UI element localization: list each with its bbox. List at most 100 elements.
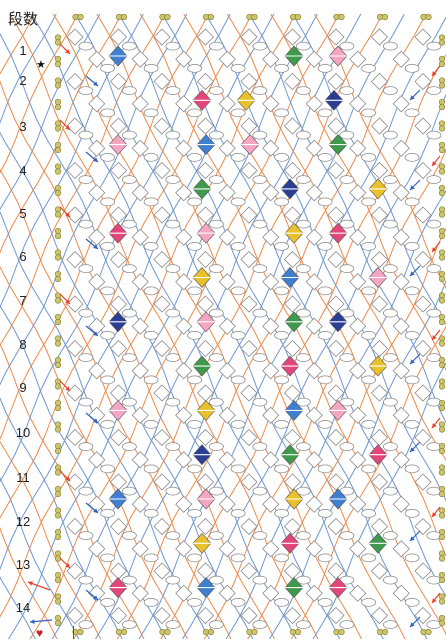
oval-bead <box>79 576 93 584</box>
diamond-bead <box>350 51 366 67</box>
diamond-bead <box>328 252 344 268</box>
direction-arrow <box>60 44 70 54</box>
edge-bead-pair <box>439 551 445 562</box>
oval-bead <box>275 287 289 295</box>
direction-arrow <box>410 90 420 100</box>
direction-arrow <box>410 180 420 190</box>
oval-bead <box>166 131 180 139</box>
diamond-bead <box>350 96 366 112</box>
oval-bead <box>427 398 441 406</box>
oval-bead <box>427 131 441 139</box>
oval-bead <box>79 87 93 95</box>
direction-arrow <box>432 593 440 603</box>
oval-bead <box>405 198 419 206</box>
direction-arrow <box>432 418 440 428</box>
oval-bead <box>122 131 136 139</box>
oval-bead <box>362 331 376 339</box>
crystal-bead <box>193 179 211 199</box>
edge-bead-pair <box>439 379 445 390</box>
oval-bead <box>101 554 115 562</box>
oval-bead <box>427 42 441 50</box>
oval-bead <box>188 598 202 606</box>
oval-bead <box>188 420 202 428</box>
oval-bead <box>166 398 180 406</box>
oval-bead <box>188 287 202 295</box>
oval-bead <box>427 576 441 584</box>
oval-bead <box>209 265 223 273</box>
diamond-bead <box>285 252 301 268</box>
crystal-bead <box>193 90 211 110</box>
oval-bead <box>122 87 136 95</box>
diamond-bead <box>350 140 366 156</box>
edge-bead-pair <box>439 400 445 411</box>
row-number: 4 <box>0 163 46 178</box>
diamond-bead <box>219 585 235 601</box>
oval-bead <box>318 420 332 428</box>
oval-bead <box>231 153 245 161</box>
oval-bead <box>79 443 93 451</box>
oval-bead <box>144 109 158 117</box>
oval-bead <box>340 265 354 273</box>
oval-bead <box>166 87 180 95</box>
oval-bead <box>209 176 223 184</box>
oval-bead <box>383 443 397 451</box>
oval-bead <box>340 220 354 228</box>
oval-bead <box>253 487 267 495</box>
oval-bead <box>101 465 115 473</box>
row-number: 5 <box>0 206 46 221</box>
oval-bead <box>101 376 115 384</box>
direction-arrow <box>432 66 440 76</box>
oval-bead <box>231 331 245 339</box>
oval-bead <box>101 287 115 295</box>
edge-bead-pair <box>439 99 445 110</box>
diamond-bead <box>350 274 366 290</box>
edge-bead-pair <box>55 422 61 433</box>
diamond-bead <box>111 252 127 268</box>
direction-arrow <box>410 266 420 276</box>
crystal-bead <box>193 268 211 288</box>
edge-bead-pair <box>290 629 301 635</box>
diamond-bead <box>372 430 388 446</box>
thread-line <box>206 14 446 639</box>
diamond-bead <box>176 96 192 112</box>
edge-bead-pair <box>439 121 445 132</box>
oval-bead <box>318 109 332 117</box>
oval-bead <box>188 242 202 250</box>
edge-bead-pair <box>55 164 61 175</box>
oval-bead <box>166 220 180 228</box>
diamond-bead <box>393 274 409 290</box>
oval-bead <box>231 554 245 562</box>
oval-bead <box>296 309 310 317</box>
diamond-bead <box>176 274 192 290</box>
diamond-bead <box>89 541 105 557</box>
oval-bead <box>122 532 136 540</box>
oval-bead <box>405 598 419 606</box>
oval-bead <box>318 198 332 206</box>
diamond-bead <box>415 118 431 134</box>
oval-bead <box>188 509 202 517</box>
oval-bead <box>79 532 93 540</box>
diamond-bead <box>328 430 344 446</box>
oval-bead <box>405 509 419 517</box>
diamond-bead <box>306 140 322 156</box>
oval-bead <box>209 87 223 95</box>
oval-bead <box>275 509 289 517</box>
oval-bead <box>144 598 158 606</box>
oval-bead <box>166 443 180 451</box>
crystal-bead <box>281 179 299 199</box>
oval-bead <box>166 576 180 584</box>
oval-bead <box>188 554 202 562</box>
oval-bead <box>318 287 332 295</box>
oval-bead <box>318 598 332 606</box>
oval-bead <box>296 265 310 273</box>
edge-bead-pair <box>334 629 345 635</box>
oval-bead <box>318 509 332 517</box>
oval-bead <box>405 64 419 72</box>
edge-bead-pair <box>55 207 61 218</box>
diamond-bead <box>306 541 322 557</box>
oval-bead <box>231 598 245 606</box>
diamond-bead <box>67 430 83 446</box>
crystal-bead <box>281 268 299 288</box>
crystal-bead <box>325 90 343 110</box>
